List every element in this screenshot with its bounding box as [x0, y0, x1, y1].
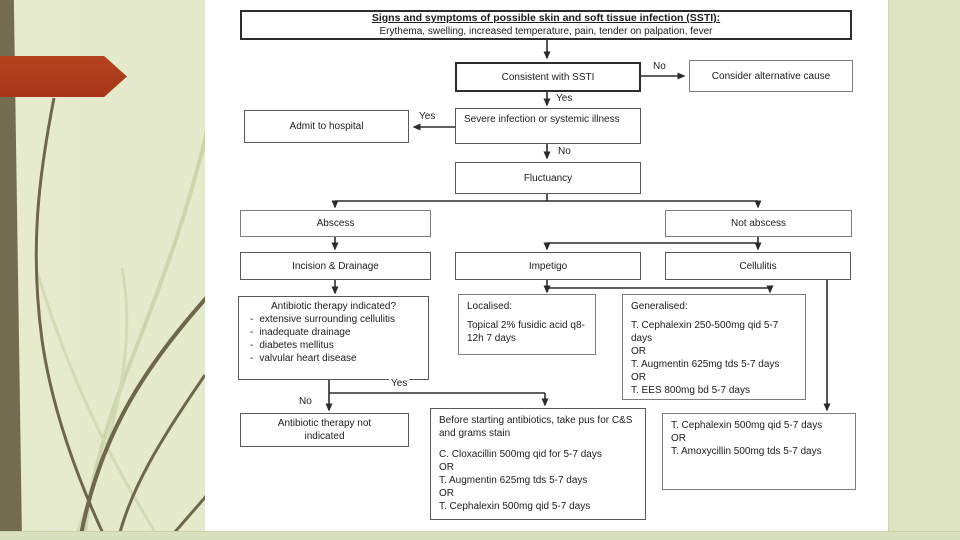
node-label: Consider alternative cause: [711, 70, 831, 82]
node-localised: Localised: Topical 2% fusidic acid q8-12…: [458, 294, 596, 355]
reeds-decoration: [34, 97, 218, 540]
rx-line: OR: [439, 488, 454, 499]
ssti-title: Signs and symptoms of possible skin and …: [371, 12, 721, 24]
bottom-strip: [0, 531, 960, 540]
node-label: Cellulitis: [739, 260, 777, 272]
rx-line: T. Cephalexin 500mg qid 5-7 days: [671, 420, 823, 431]
dash-bullet: -: [250, 340, 254, 351]
node-severe-infection: Severe infection or systemic illness: [455, 108, 641, 144]
dash-bullet: -: [250, 314, 254, 325]
node-label: Severe infection or systemic illness: [464, 114, 620, 125]
dash-bullet: -: [250, 353, 254, 364]
rx-line: C. Cloxacillin 500mg qid for 5-7 days: [439, 449, 602, 460]
criterion-text: diabetes mellitus: [259, 340, 334, 351]
node-not-abscess: Not abscess: [665, 210, 852, 237]
node-admit-to-hospital: Admit to hospital: [244, 110, 409, 143]
criterion-text: valvular heart disease: [259, 353, 357, 364]
localised-title: Localised:: [467, 301, 513, 312]
edge-label-no: No: [297, 396, 314, 407]
node-impetigo: Impetigo: [455, 252, 641, 280]
flowchart-panel: Signs and symptoms of possible skin and …: [205, 0, 888, 531]
node-label: Abscess: [316, 218, 355, 229]
abx-criterion: - inadequate drainage: [245, 326, 422, 339]
edge-label-no: No: [651, 61, 668, 72]
node-generalised: Generalised: T. Cephalexin 250-500mg qid…: [622, 294, 806, 400]
rx-line: OR: [439, 462, 454, 473]
red-arrow-shape: [0, 56, 127, 97]
node-label: Admit to hospital: [289, 121, 364, 132]
rx-line: T. Augmentin 625mg tds 5-7 days: [631, 359, 780, 370]
dash-bullet: -: [250, 327, 254, 338]
rx-line: OR: [631, 372, 646, 383]
edge-label-yes: Yes: [554, 93, 575, 104]
node-abx-indicated: Antibiotic therapy indicated? - extensiv…: [238, 296, 429, 380]
node-label: Antibiotic therapy not indicated: [277, 418, 372, 442]
node-consistent-with-ssti: Consistent with SSTI: [455, 62, 641, 92]
rx-line: OR: [671, 433, 686, 444]
node-label: Fluctuancy: [523, 172, 573, 184]
node-incision-drainage: Incision & Drainage: [240, 252, 431, 280]
ssti-subtitle: Erythema, swelling, increased temperatur…: [379, 26, 713, 37]
node-signs-symptoms: Signs and symptoms of possible skin and …: [240, 10, 852, 40]
edge-label-yes: Yes: [417, 111, 438, 122]
rx-line: T. Amoxycillin 500mg tds 5-7 days: [671, 446, 822, 457]
node-cellulitis-rx: T. Cephalexin 500mg qid 5-7 days OR T. A…: [662, 413, 856, 490]
node-label: Consistent with SSTI: [501, 71, 595, 83]
node-alternative-cause: Consider alternative cause: [689, 60, 853, 92]
rx-line: OR: [631, 346, 646, 357]
criterion-text: extensive surrounding cellulitis: [259, 314, 395, 325]
node-abscess: Abscess: [240, 210, 431, 237]
rx-line: T. EES 800mg bd 5-7 days: [631, 385, 750, 396]
node-fluctuancy: Fluctuancy: [455, 162, 641, 194]
abx-criterion: - valvular heart disease: [245, 352, 422, 365]
before-abx-note: Before starting antibiotics, take pus fo…: [439, 415, 633, 439]
node-label: Not abscess: [730, 218, 787, 229]
node-label: Impetigo: [528, 260, 568, 272]
rx-line: T. Cephalexin 500mg qid 5-7 days: [439, 501, 591, 512]
node-before-antibiotics: Before starting antibiotics, take pus fo…: [430, 408, 646, 520]
rx-line: T. Cephalexin 250-500mg qid 5-7 days: [631, 320, 779, 344]
node-abx-not-indicated: Antibiotic therapy not indicated: [240, 413, 409, 447]
abx-criterion: - diabetes mellitus: [245, 339, 422, 352]
criterion-text: inadequate drainage: [259, 327, 351, 338]
rx-line: T. Augmentin 625mg tds 5-7 days: [439, 475, 588, 486]
localised-rx: Topical 2% fusidic acid q8-12h 7 days: [467, 320, 585, 344]
edge-label-yes: Yes: [389, 378, 410, 389]
generalised-title: Generalised:: [631, 301, 688, 312]
node-label: Incision & Drainage: [292, 260, 379, 272]
edge-label-no: No: [556, 146, 573, 157]
node-cellulitis: Cellulitis: [665, 252, 851, 280]
abx-indicated-title: Antibiotic therapy indicated?: [270, 301, 397, 312]
abx-criterion: - extensive surrounding cellulitis: [245, 313, 422, 326]
